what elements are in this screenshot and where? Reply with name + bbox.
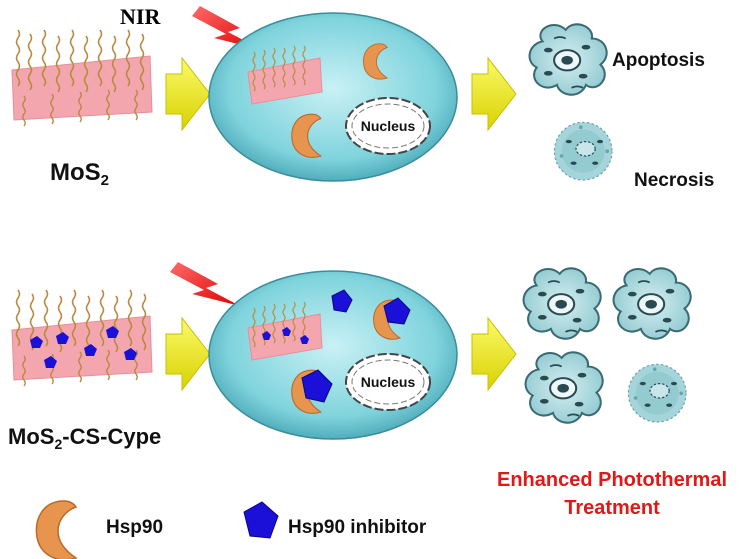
apoptosis-label: Apoptosis bbox=[612, 50, 705, 71]
legend-hsp90-label: Hsp90 bbox=[106, 517, 163, 538]
cell-top bbox=[208, 12, 458, 182]
hsp90-inhibitor-bound bbox=[301, 369, 333, 403]
hsp90-inhibitor-free bbox=[331, 289, 353, 313]
apoptotic-cell bbox=[528, 23, 608, 96]
legend-inhibitor-icon bbox=[243, 501, 279, 539]
mos2-sheet bbox=[11, 29, 153, 127]
necrotic-cell bbox=[553, 121, 613, 181]
mos2-label: MoS2 bbox=[50, 159, 109, 189]
hsp90-inhibitor-bound bbox=[383, 297, 411, 325]
nucleus-label-top: Nucleus bbox=[361, 118, 416, 134]
mos2-cs-cype-sheet bbox=[11, 289, 153, 387]
arrow-bottom-1 bbox=[165, 316, 211, 392]
nucleus-bottom bbox=[345, 353, 431, 411]
mos2-sheet-in-cell bbox=[247, 45, 323, 105]
arrow-bottom-2 bbox=[471, 316, 517, 392]
legend-inhibitor-label: Hsp90 inhibitor bbox=[288, 517, 427, 538]
nucleus-inner-ring bbox=[351, 103, 425, 149]
necrotic-cell bbox=[627, 363, 687, 423]
result-label-line-2: Treatment bbox=[564, 497, 660, 519]
nucleus-label-bottom: Nucleus bbox=[361, 374, 416, 390]
nir-label: NIR bbox=[120, 4, 161, 29]
nucleus-inner-ring bbox=[351, 359, 425, 405]
nucleus-top bbox=[345, 97, 431, 155]
lightning-bolt-top bbox=[192, 6, 262, 50]
legend-hsp90-icon bbox=[35, 500, 77, 559]
arrow-top-2 bbox=[471, 56, 517, 132]
apoptotic-cell bbox=[524, 351, 604, 424]
apoptotic-cell bbox=[522, 267, 602, 340]
mos2-cs-cype-label: MoS2-CS-Cype bbox=[8, 424, 161, 452]
apoptotic-cell bbox=[612, 267, 692, 340]
mos2-cs-cype-sheet-in-cell bbox=[247, 301, 323, 361]
lightning-bolt-bottom bbox=[170, 262, 240, 306]
necrosis-label: Necrosis bbox=[634, 170, 714, 191]
result-label-line-1: Enhanced Photothermal bbox=[497, 469, 727, 491]
arrow-top-1 bbox=[165, 56, 211, 132]
